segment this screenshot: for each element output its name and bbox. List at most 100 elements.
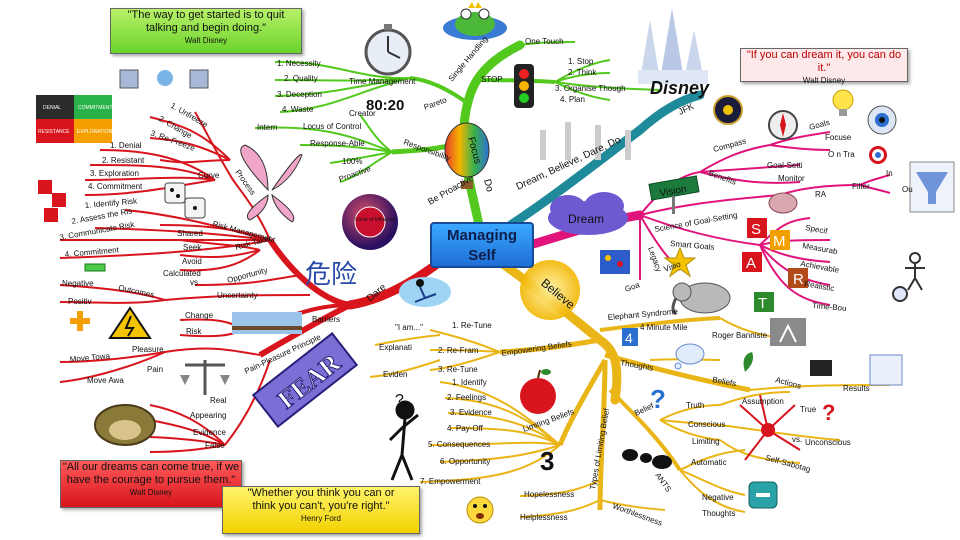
worthlessness-label: Worthlessness [611,501,663,527]
dream-leaves [639,131,891,306]
locus-label: Locus of Control [303,122,361,131]
time-management-label: Time Management [349,77,416,86]
dream-text: Benefits Compass Goal-Setti Goals Focuse… [624,118,913,313]
i-am-label: "I am..." [395,323,423,332]
quote-text: "The way to get started is to quit [127,9,285,21]
stop-item: 1. Stop [568,57,594,66]
out-label: Ou [902,185,913,194]
kanji-label: 危险 [305,260,357,290]
dream-label: Dream [568,212,604,226]
vision-sign-icon [648,175,700,214]
evidence3-label: 3. Evidence [450,408,492,417]
pain-label: Pain [147,365,163,374]
assumption-label: Assumption [742,397,784,406]
change-matrix-icon: DENIAL COMMITMENT RESISTANCE EXPLORATION [36,95,113,143]
focuse-label: Focuse [825,133,852,142]
frog-icon [443,2,507,40]
minus-bar-icon [84,263,106,272]
svg-text:RESISTANCE: RESISTANCE [38,129,70,135]
opportunity-b-label: 6. Opportunity [440,457,490,466]
flag-picture-icon [600,250,630,274]
measurable-label: Measurab [802,241,839,256]
lightbulb-icon [832,89,854,116]
empowerment-label: 7. Empowerment [420,477,481,486]
uncertainty-label: Uncertainty [217,291,257,300]
compass-icon [768,110,798,140]
stop-label: STOP [481,75,503,84]
scales-icon [180,360,230,395]
castle-icon [638,8,708,84]
quote-text: "All our dreams can come true, if we [62,461,240,473]
ras-label: RA [815,190,827,199]
goals-label: Goals [808,118,831,132]
quote-text: have the courage to pursue them." [66,474,236,486]
intern-label: Intern [257,123,277,132]
bridge-icon [232,312,302,334]
response-able-label: Response-Able [310,139,365,148]
neuron-icon [739,394,801,461]
negative-label: Negative [62,279,94,288]
legacy-label: Legacy [646,246,663,273]
quote-top-right: "If you can dream it, you can do it." Wa… [740,48,908,85]
disney-logo: Disney [650,78,710,98]
plant-icon [743,352,754,372]
quote-text: "If you can dream it, you can do it." [746,49,902,74]
positive-label: Positiv [68,297,92,306]
stopwatch-icon [364,24,412,76]
svg-text:COMMITMENT: COMMITMENT [78,105,112,111]
circle-of-influence-label: Circle of Influence [355,217,395,223]
waste-label: 4. Waste [282,105,314,114]
svg-text:A: A [746,255,756,272]
pleasure-label: Pleasure [132,345,164,354]
svg-text:T: T [758,295,767,312]
elephant-icon [671,282,731,316]
conscious-label: Conscious [688,420,725,429]
outcomes-label: Outcomes [118,283,156,299]
realistic-label: Realistic [804,279,835,293]
think-item: 2. Think [568,68,597,77]
self-sabotage-label: Self-Sabotag [764,453,811,474]
center-node: Managing Self [430,222,534,268]
communicate-label: 3. Communicate Risk [59,220,136,242]
unfreeze-graphic-icon [119,69,209,89]
do-label: Do [481,178,495,194]
quote-author: Walt Disney [184,36,228,45]
retune3-label: 3. Re-Tune [438,365,478,374]
thinking-man-icon [388,400,419,481]
deception-label: 3. Deception [277,90,322,99]
dream-cloud-icon [548,192,628,235]
negative-b-label: Negative [702,493,734,502]
exploration-label: 3. Exploration [90,169,139,178]
smart-label: Smart Goals [670,239,715,252]
svg-text:?: ? [822,400,835,425]
svg-text:EXPLORATION: EXPLORATION [77,129,113,135]
runner-photo-icon [770,318,806,346]
four-icon: 4 [622,328,638,346]
seek-label: Seek [183,243,202,252]
calculated-label: Calculated [163,269,201,278]
roger-label: Roger Banniste [712,331,768,340]
question-icon: ? [395,392,404,409]
consequences-label: 5. Consequences [428,440,490,449]
avoid-label: Avoid [182,257,202,266]
risk-blocks-icon [38,180,66,222]
payoff-label: 4. Pay-Off [447,424,484,433]
traffic-light-icon [514,64,534,108]
thought-bubble-icon [674,343,705,370]
retune-label: 1. Re-Tune [452,321,492,330]
clapper-icon [810,360,832,376]
quote-bottom-mid: "Whether you think you can or think you … [222,486,420,534]
minute-mile-label: 4 Minute Mile [640,323,688,332]
star-icon [663,246,697,278]
commitment-label: 4. Commitment [88,182,143,191]
risk-label: Risk [186,327,203,336]
filter-label: Filter [852,182,870,191]
mission-patch-icon [713,95,743,125]
vs-label: vs [190,278,198,287]
thoughts2-label: Thoughts [620,358,654,373]
pareto-label: Pareto [423,95,449,112]
barriers-label: Barriers [312,315,340,324]
worried-face-icon [466,496,494,524]
balloon-icon [444,122,490,189]
center-line1: Managing [447,227,517,244]
